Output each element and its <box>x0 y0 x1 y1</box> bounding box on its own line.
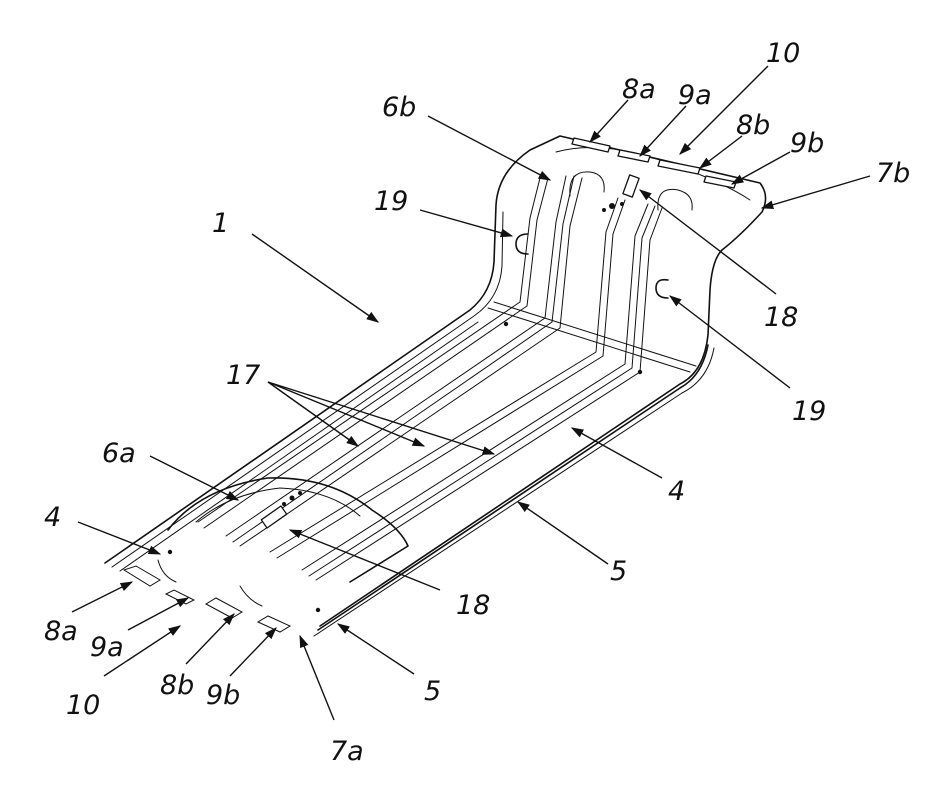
label-9b-bottom: 9b <box>206 680 240 711</box>
leader-8a-top <box>590 100 628 142</box>
leader-17-b <box>268 382 424 446</box>
label-18-bottom: 18 <box>456 590 490 621</box>
label-9b-top: 9b <box>790 128 824 159</box>
label-10-bottom: 10 <box>66 690 100 721</box>
label-8b-top: 8b <box>736 110 770 141</box>
leader-9a-bottom <box>128 598 188 630</box>
leader-19-left <box>420 210 512 236</box>
label-19-left: 19 <box>374 186 408 217</box>
leader-9a-top <box>640 106 686 156</box>
label-8a-bottom: 8a <box>44 616 78 647</box>
leader-1 <box>252 234 378 322</box>
label-9a-bottom: 9a <box>90 632 124 663</box>
rear-hook-left <box>570 172 604 196</box>
reference-labels: 1 4 4 5 5 6a 6b 7a 7b 8a 8a 8b 8b 9a 9a … <box>44 38 910 767</box>
leader-6b <box>428 116 550 180</box>
label-4-right: 4 <box>668 476 685 507</box>
leader-9b-bottom <box>230 628 276 676</box>
label-5-bottom: 5 <box>424 676 441 707</box>
leader-8a-bottom <box>72 582 132 612</box>
label-8b-bottom: 8b <box>160 670 194 701</box>
label-17: 17 <box>226 360 260 391</box>
front-tabs <box>124 560 290 632</box>
slot-18-rear <box>623 175 639 197</box>
rear-tabs <box>572 138 736 188</box>
floor-bend-line <box>488 308 690 372</box>
leader-7b <box>762 176 870 208</box>
label-5-right: 5 <box>610 556 627 587</box>
label-18-top: 18 <box>764 302 798 333</box>
label-7a: 7a <box>330 736 364 767</box>
clip-19-right <box>656 280 668 298</box>
label-10-top: 10 <box>766 38 800 69</box>
leader-7a <box>300 636 334 720</box>
leader-6a <box>150 456 238 500</box>
label-6a: 6a <box>102 438 136 469</box>
left-rolled-edge <box>112 212 503 567</box>
leader-9b-top <box>732 152 790 184</box>
leader-18-top <box>640 190 776 294</box>
leader-17-c <box>268 382 494 454</box>
label-9a-top: 9a <box>678 80 712 111</box>
leader-5-right <box>518 502 608 564</box>
label-8a-top: 8a <box>622 74 656 105</box>
leader-8b-bottom <box>186 614 234 664</box>
leader-5-bottom <box>338 624 414 674</box>
label-6b: 6b <box>382 92 416 123</box>
leader-lines <box>72 66 870 720</box>
label-19-right: 19 <box>792 396 826 427</box>
leader-4-left <box>78 522 160 554</box>
label-4-left: 4 <box>44 502 61 533</box>
label-1: 1 <box>212 208 229 239</box>
label-7b: 7b <box>876 158 910 189</box>
